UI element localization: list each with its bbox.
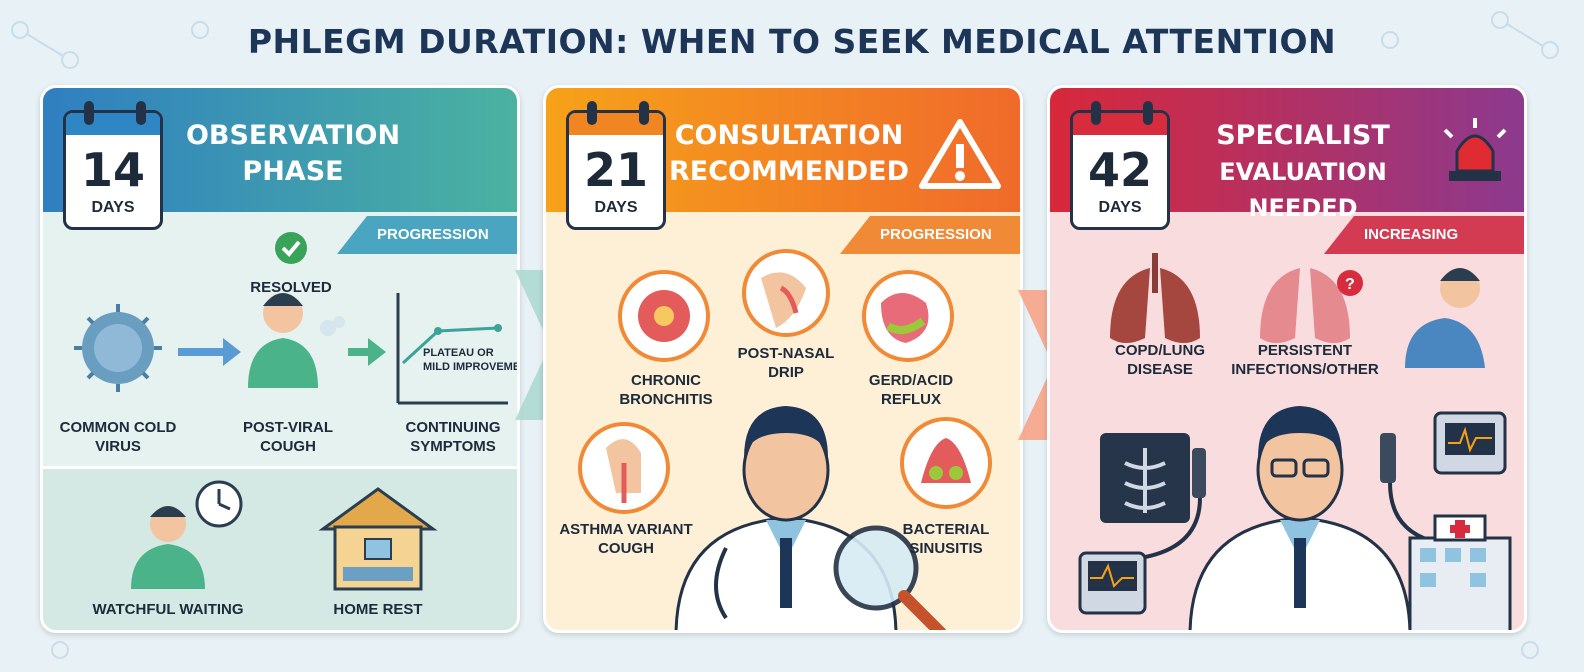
doctor-glasses-icon	[1188, 406, 1412, 630]
page-title: PHLEGM DURATION: WHEN TO SEEK MEDICAL AT…	[247, 22, 1337, 61]
sinus-icon	[900, 417, 992, 509]
observation-phase-panel: 14 DAYS OBSERVATION PHASE PROGRESSION RE…	[40, 85, 520, 633]
alarm-light-icon	[1443, 118, 1507, 181]
calendar-icon: 21 DAYS	[566, 101, 666, 230]
days-number: 14	[80, 143, 145, 197]
panel-heading-line2: PHASE	[242, 156, 344, 187]
arrow-icon	[178, 338, 241, 366]
progression-tag: PROGRESSION	[840, 216, 1020, 254]
coughing-person-icon	[248, 293, 345, 388]
coping-illustration	[131, 480, 438, 591]
house-icon	[318, 487, 438, 591]
days-number: 21	[583, 143, 648, 197]
panel-header: 14 DAYS OBSERVATION PHASE	[43, 88, 517, 230]
magnifier-icon	[833, 525, 947, 630]
progression-tag: PROGRESSION	[337, 216, 517, 254]
calendar-icon: 42 DAYS	[1070, 101, 1170, 230]
waiting-person-icon	[131, 506, 205, 589]
nasal-icon	[742, 249, 830, 337]
days-number: 42	[1087, 143, 1152, 197]
coping-section	[43, 466, 517, 630]
clock-icon	[195, 480, 243, 528]
lungs-icon	[1110, 253, 1200, 343]
days-label: DAYS	[91, 199, 135, 216]
stomach-icon	[862, 270, 954, 362]
concern-tag: INCREASING CONCERN	[1324, 216, 1524, 254]
home-rest-label: HOME REST	[333, 601, 423, 618]
panel-heading-line1: CONSULTATION	[674, 120, 904, 151]
panel-heading-line2: RECOMMENDED	[668, 156, 910, 187]
specialist-panel: 42 DAYS SPECIALIST EVALUATION NEEDED INC…	[1047, 85, 1527, 633]
panel-heading-line1: SPECIALIST	[1216, 120, 1390, 151]
svg-text:?: ?	[1345, 276, 1355, 293]
panel-header: 42 DAYS SPECIALIST EVALUATION NEEDED	[1050, 88, 1524, 230]
monitor-icon	[1078, 411, 1507, 615]
panel-heading-line2: EVALUATION NEEDED	[1219, 158, 1387, 222]
days-label: DAYS	[594, 199, 638, 216]
calendar-icon: 14 DAYS	[63, 101, 163, 230]
check-icon	[275, 232, 307, 264]
resolved-label: RESOLVED	[250, 279, 332, 296]
specialist-illustration: ?	[1078, 253, 1512, 630]
xray-icon	[1100, 433, 1190, 523]
panel-header: 21 DAYS CONSULTATION RECOMMENDED	[546, 88, 1020, 230]
consultation-panel: 21 DAYS CONSULTATION RECOMMENDED PROGRES…	[543, 85, 1023, 633]
bronchus-icon	[618, 270, 710, 362]
panel-heading-line1: OBSERVATION	[185, 120, 401, 151]
arrow-icon	[348, 338, 386, 366]
airway-icon	[578, 422, 670, 514]
coughing-person-icon	[1405, 268, 1485, 368]
hospital-icon	[1408, 514, 1512, 630]
watchful-waiting-label: WATCHFUL WAITING	[92, 601, 244, 618]
virus-icon	[74, 304, 162, 392]
infected-lungs-icon: ?	[1260, 268, 1363, 343]
conditions-illustration	[578, 249, 992, 630]
warning-icon	[919, 119, 1001, 189]
days-label: DAYS	[1098, 199, 1142, 216]
progression-illustration	[74, 232, 508, 405]
trend-chart-icon	[396, 293, 508, 405]
